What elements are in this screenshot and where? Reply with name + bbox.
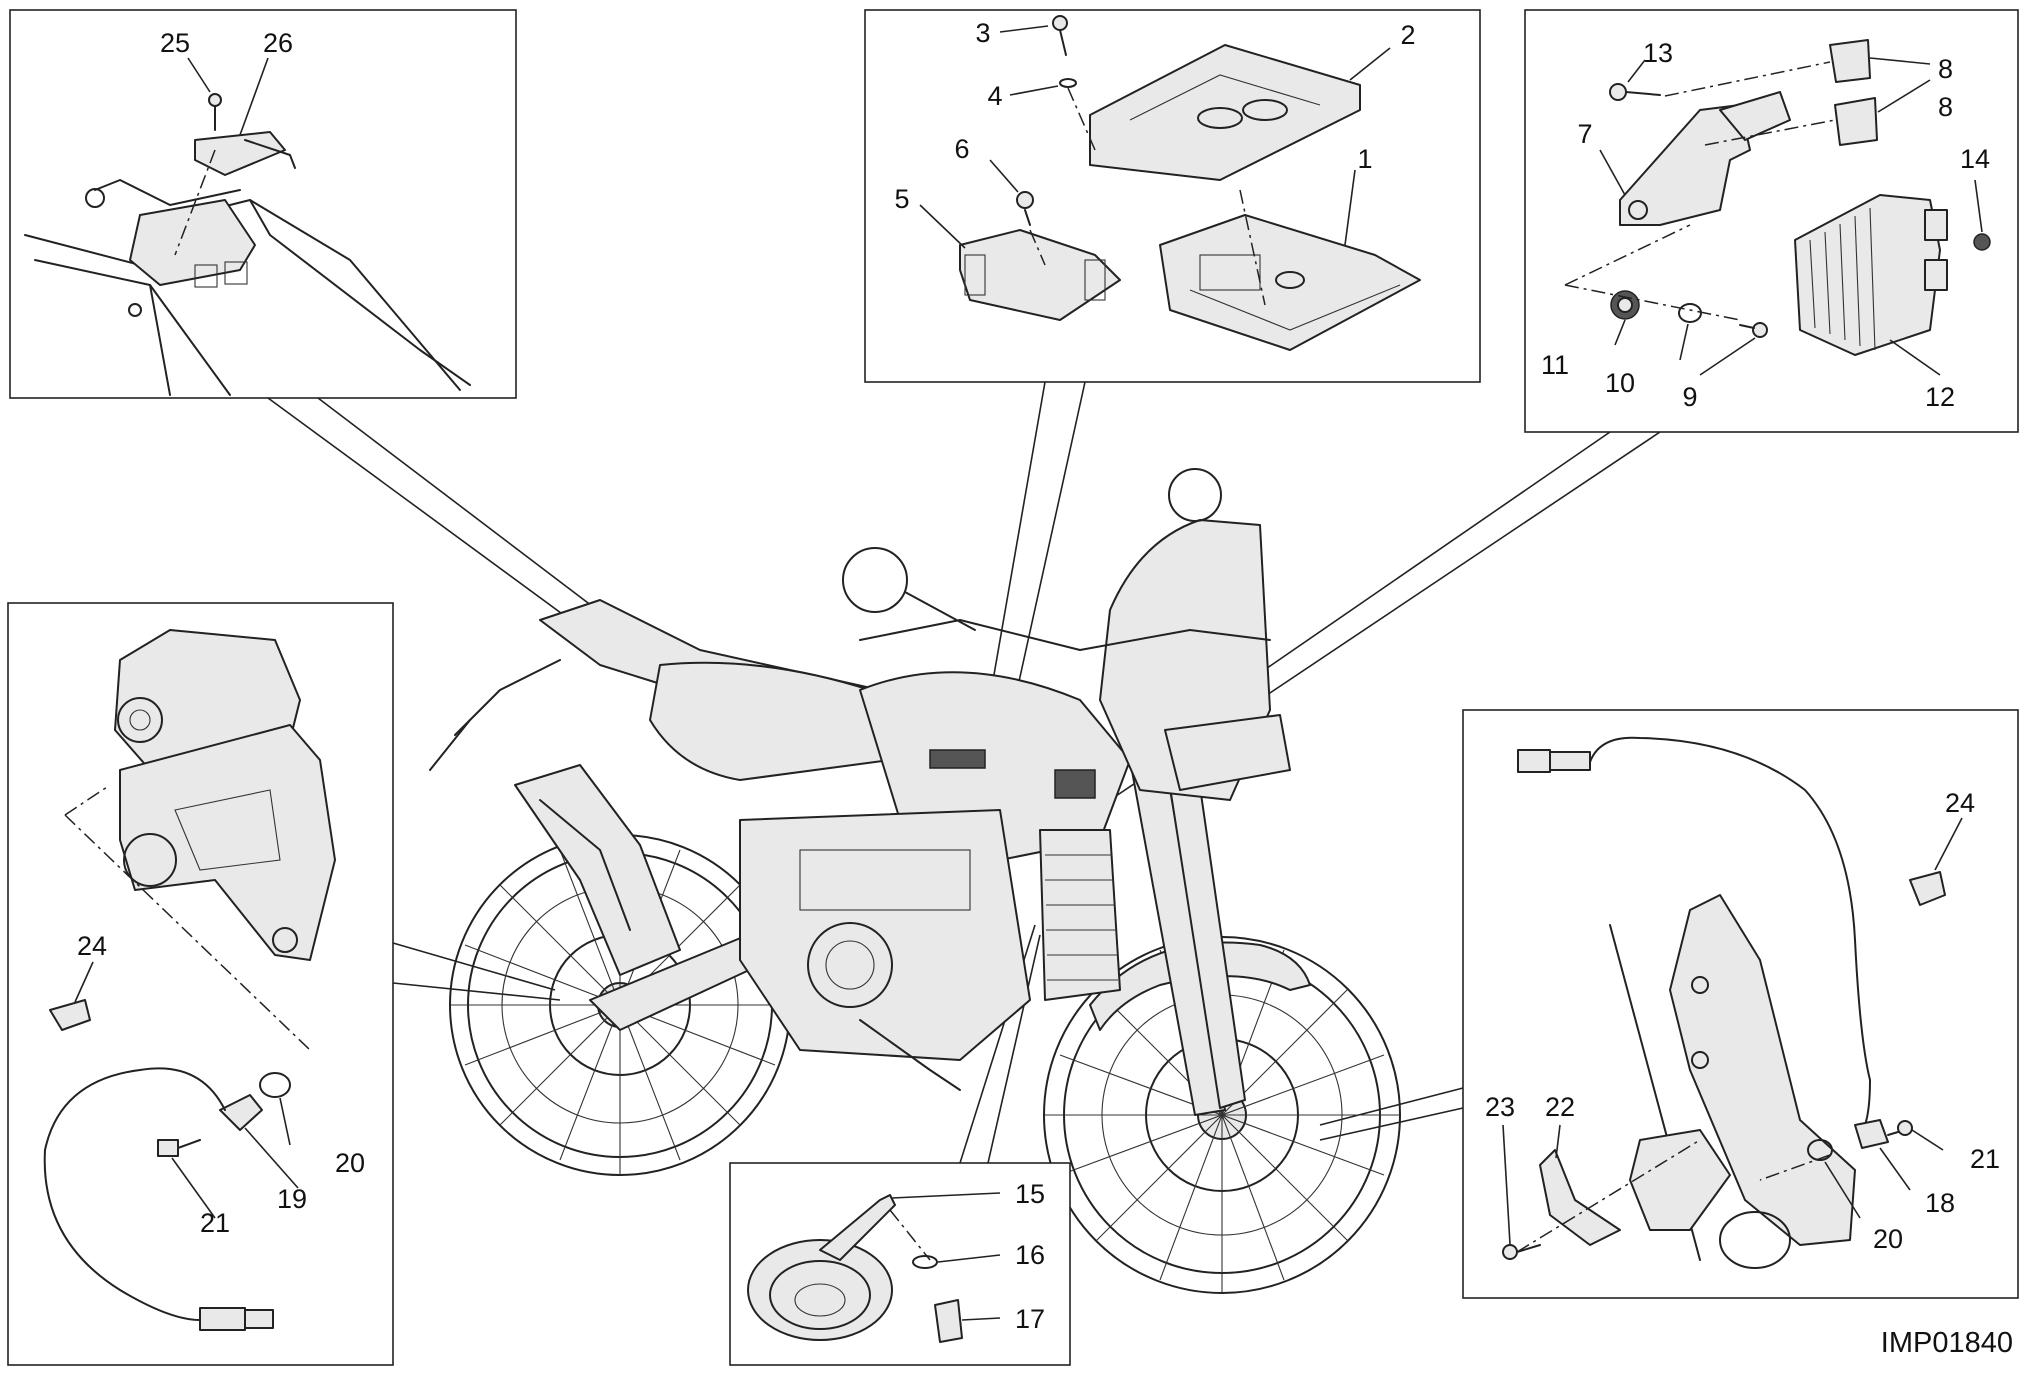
callout-4: 4 (987, 81, 1002, 111)
callout-1: 1 (1357, 144, 1372, 174)
callout-21-left: 21 (200, 1208, 230, 1238)
panel-front-sensor: 24 21 18 20 22 23 (1462, 709, 2019, 1299)
callout-7: 7 (1577, 119, 1592, 149)
callout-11: 11 (1541, 350, 1569, 380)
callout-19: 19 (277, 1184, 307, 1214)
callout-20-right: 20 (1873, 1224, 1903, 1254)
panel-ecu: 1 2 3 4 6 5 (864, 9, 1481, 383)
panel-regulator: 13 8 8 7 14 11 10 9 12 (1524, 9, 2019, 433)
callout-13: 13 (1643, 38, 1673, 68)
motorcycle-overview (429, 468, 1401, 1294)
callout-5: 5 (894, 184, 909, 214)
callout-10: 10 (1605, 368, 1635, 398)
callout-20-left: 20 (335, 1148, 365, 1178)
callout-8-lower: 8 (1938, 92, 1953, 122)
callout-24-left: 24 (77, 931, 107, 961)
callout-25: 25 (160, 28, 190, 58)
callout-12: 12 (1925, 382, 1955, 412)
callout-8-upper: 8 (1938, 54, 1953, 84)
figure-code: IMP01840 (1881, 1327, 2013, 1359)
panel-connectors (267, 381, 1661, 1164)
callout-15: 15 (1015, 1179, 1045, 1209)
callout-2: 2 (1400, 20, 1415, 50)
panel-rear-sensor: 24 20 19 21 (7, 602, 394, 1366)
callout-23: 23 (1485, 1092, 1515, 1122)
panel-horn: 15 16 17 (729, 1162, 1071, 1366)
callout-16: 16 (1015, 1240, 1045, 1270)
callout-21-right: 21 (1970, 1144, 2000, 1174)
callout-6: 6 (954, 134, 969, 164)
callout-3: 3 (975, 18, 990, 48)
callout-9: 9 (1682, 382, 1697, 412)
callout-17: 17 (1015, 1304, 1045, 1334)
callout-26: 26 (263, 28, 293, 58)
callout-18: 18 (1925, 1188, 1955, 1218)
callout-22: 22 (1545, 1092, 1575, 1122)
panel-tail-bracket: 25 26 (9, 9, 517, 399)
callout-14: 14 (1960, 144, 1990, 174)
callout-24-right: 24 (1945, 788, 1975, 818)
